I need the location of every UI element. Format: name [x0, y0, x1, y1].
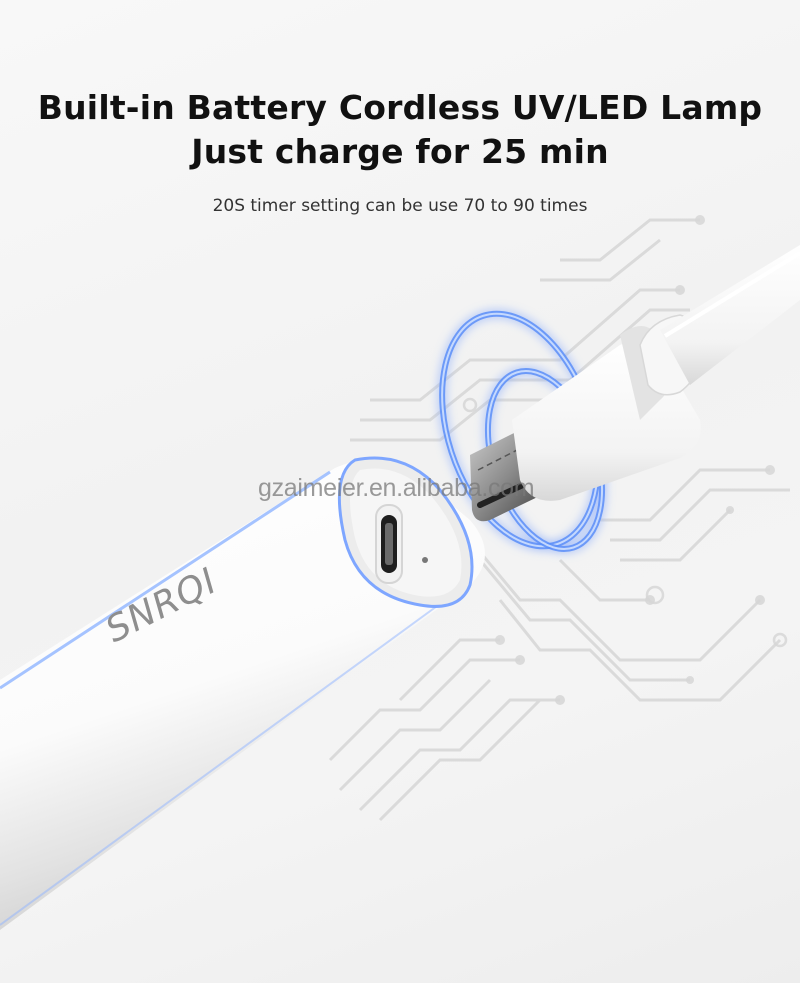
usb-c-port: [375, 504, 428, 584]
headline-line-2: Just charge for 25 min: [191, 132, 609, 171]
usb-c-cable: [512, 245, 800, 501]
circuit-pattern: [328, 218, 790, 822]
watermark-text: gzaimeier.en.alibaba.com: [258, 474, 535, 502]
subheadline: 20S timer setting can be use 70 to 90 ti…: [212, 196, 588, 216]
headline-line-1: Built-in Battery Cordless UV/LED Lamp: [37, 88, 763, 127]
